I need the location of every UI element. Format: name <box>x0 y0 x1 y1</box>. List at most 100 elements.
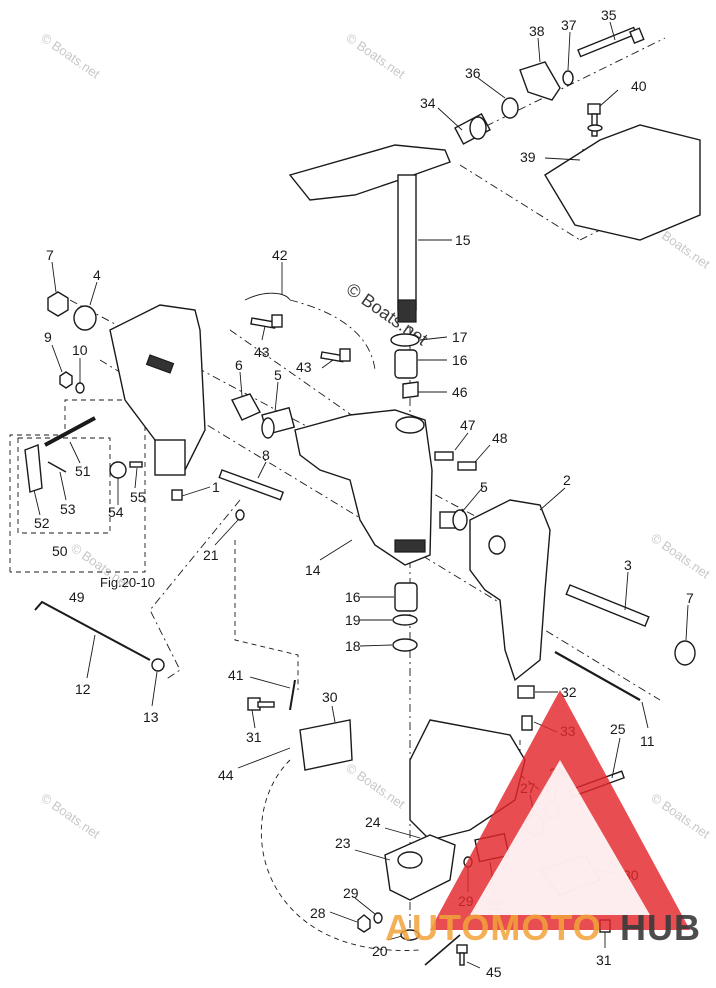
callout: 43 <box>296 359 312 375</box>
rod-11 <box>554 651 641 701</box>
washer-21 <box>235 509 245 521</box>
callout: 51 <box>75 463 91 479</box>
callout: 9 <box>44 329 52 345</box>
o-ring-19 <box>392 614 418 626</box>
callout: 42 <box>272 247 288 263</box>
plate-46 <box>402 381 419 399</box>
callout: 16 <box>345 589 361 605</box>
sub-assembly-box <box>9 399 146 573</box>
callout: 24 <box>365 814 381 830</box>
bushing-34 <box>454 112 491 145</box>
bushing-5-right <box>439 509 468 531</box>
pin-53 <box>47 461 67 473</box>
callout: 53 <box>60 501 76 517</box>
callout: 8 <box>262 447 270 463</box>
washer-20 <box>400 929 420 941</box>
callout: 5 <box>274 367 282 383</box>
hose-41 <box>289 679 296 711</box>
callout: 13 <box>143 709 159 725</box>
tilt-rod-3 <box>565 584 650 628</box>
o-ring-17 <box>390 333 420 347</box>
rod-8 <box>218 469 284 501</box>
washer-10 <box>75 382 85 394</box>
pad-30-left <box>299 719 353 771</box>
callout: 5 <box>480 479 488 495</box>
bushing-36 <box>501 97 519 119</box>
callout: 19 <box>345 612 361 628</box>
washer-18 <box>392 638 418 652</box>
bolt-43-lower <box>320 348 351 363</box>
bolt-40 <box>587 103 603 137</box>
callout: 2 <box>563 472 571 488</box>
callout: 47 <box>460 417 476 433</box>
callout: 31 <box>246 729 262 745</box>
watermark-text: © Boats.net <box>343 760 408 812</box>
callout: 52 <box>34 515 50 531</box>
callout: 50 <box>52 543 68 559</box>
automotohub-logo: AUTOMOTO HUB <box>385 690 701 948</box>
callout: 34 <box>420 95 436 111</box>
bushing-6 <box>231 393 261 421</box>
callout: 30 <box>322 689 338 705</box>
screw-33 <box>521 715 533 731</box>
callout: 46 <box>452 384 468 400</box>
callout: 43 <box>254 344 270 360</box>
inner-box <box>17 437 111 534</box>
link-38 <box>519 61 561 101</box>
cap-13 <box>151 658 165 672</box>
swivel-bracket-14 <box>294 409 433 566</box>
washer-4 <box>73 305 97 331</box>
callout: 23 <box>335 835 351 851</box>
outer-box <box>9 399 146 573</box>
callout: 39 <box>520 149 536 165</box>
bushing-16-upper <box>394 349 418 379</box>
watermark-text: © Boats.net <box>648 530 713 582</box>
washer-37 <box>562 70 574 86</box>
clamp-bracket-right-2 <box>469 499 551 682</box>
ground-wire <box>424 934 461 966</box>
callout: 7 <box>686 590 694 606</box>
watermark-text: © Boats.net <box>38 790 103 842</box>
callout: 16 <box>452 352 468 368</box>
callout: 45 <box>486 964 502 980</box>
callout: 4 <box>93 267 101 283</box>
bolt-31-left <box>247 697 275 711</box>
nut-9 <box>59 371 73 389</box>
bushing-5-left <box>261 406 296 439</box>
lever-52 <box>24 444 43 493</box>
bushing-16-lower <box>394 582 418 612</box>
screw-45 <box>456 944 468 966</box>
spring-42 <box>244 292 291 301</box>
callout: 10 <box>72 342 88 358</box>
screw-55 <box>129 461 143 468</box>
shaft-spline <box>397 299 417 323</box>
nut-28 <box>357 914 371 933</box>
bolt-48 <box>457 461 477 471</box>
washer-29-left <box>373 912 383 924</box>
callout: 12 <box>75 681 91 697</box>
callout: 11 <box>640 733 655 749</box>
logo-triangle-inner <box>470 760 650 915</box>
callout: 37 <box>561 17 577 33</box>
callout: 31 <box>596 952 612 968</box>
callout: 49 <box>69 589 85 605</box>
callout: 3 <box>624 557 632 573</box>
callout: 40 <box>631 78 647 94</box>
callout: 48 <box>492 430 508 446</box>
callout: 14 <box>305 562 321 578</box>
callout: 29 <box>343 885 359 901</box>
block-32 <box>517 685 535 699</box>
bolt-35 <box>577 26 645 58</box>
nut-7-left <box>47 291 69 317</box>
callout: 32 <box>561 684 577 700</box>
spring-51 <box>44 416 96 447</box>
logo-text-automoto: AUTOMOTO <box>385 907 602 948</box>
engine-base <box>544 124 701 241</box>
clamp-bracket-foot <box>154 439 186 476</box>
callout: 55 <box>130 489 146 505</box>
bolt-1 <box>171 489 183 501</box>
callout: 36 <box>465 65 481 81</box>
logo-text-hub: HUB <box>620 907 701 948</box>
knob-54 <box>109 461 127 479</box>
